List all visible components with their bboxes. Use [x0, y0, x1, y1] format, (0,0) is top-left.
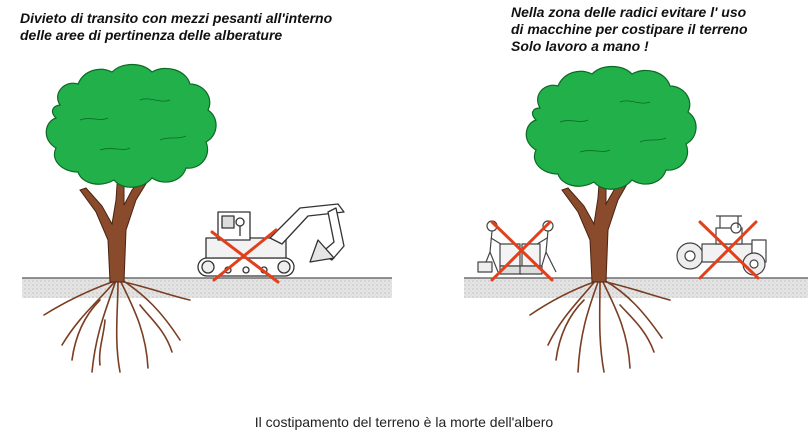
footer-caption: Il costipamento del terreno è la morte d… — [254, 414, 554, 430]
left-foliage-detail — [79, 98, 187, 151]
right-prohibition-cross-workers — [490, 220, 554, 282]
excavator-icon — [197, 203, 345, 277]
right-ground — [464, 278, 808, 298]
right-caption: Nella zona delle radici evitare l' uso d… — [511, 4, 748, 55]
left-caption-line-2: delle aree di pertinenza delle alberatur… — [20, 27, 283, 43]
left-tree-roots — [43, 279, 191, 373]
right-prohibition-cross-roller — [698, 220, 760, 280]
left-ground — [22, 278, 392, 298]
left-caption-line-1: Divieto di transito con mezzi pesanti al… — [20, 10, 333, 26]
right-caption-line-1: Nella zona delle radici evitare l' uso — [511, 4, 747, 20]
right-panel — [464, 65, 808, 373]
right-foliage-detail — [559, 100, 667, 153]
right-tree-foliage — [525, 65, 697, 190]
right-caption-line-3: Solo lavoro a mano ! — [511, 38, 649, 54]
right-tree-roots — [529, 279, 671, 373]
left-prohibition-cross — [210, 228, 280, 284]
left-tree-foliage — [45, 63, 217, 188]
left-caption: Divieto di transito con mezzi pesanti al… — [20, 10, 332, 44]
left-panel — [22, 63, 392, 373]
road-roller-icon — [676, 215, 767, 276]
left-tree-trunk — [79, 169, 153, 283]
right-caption-line-2: di macchine per costipare il terreno — [511, 21, 748, 37]
